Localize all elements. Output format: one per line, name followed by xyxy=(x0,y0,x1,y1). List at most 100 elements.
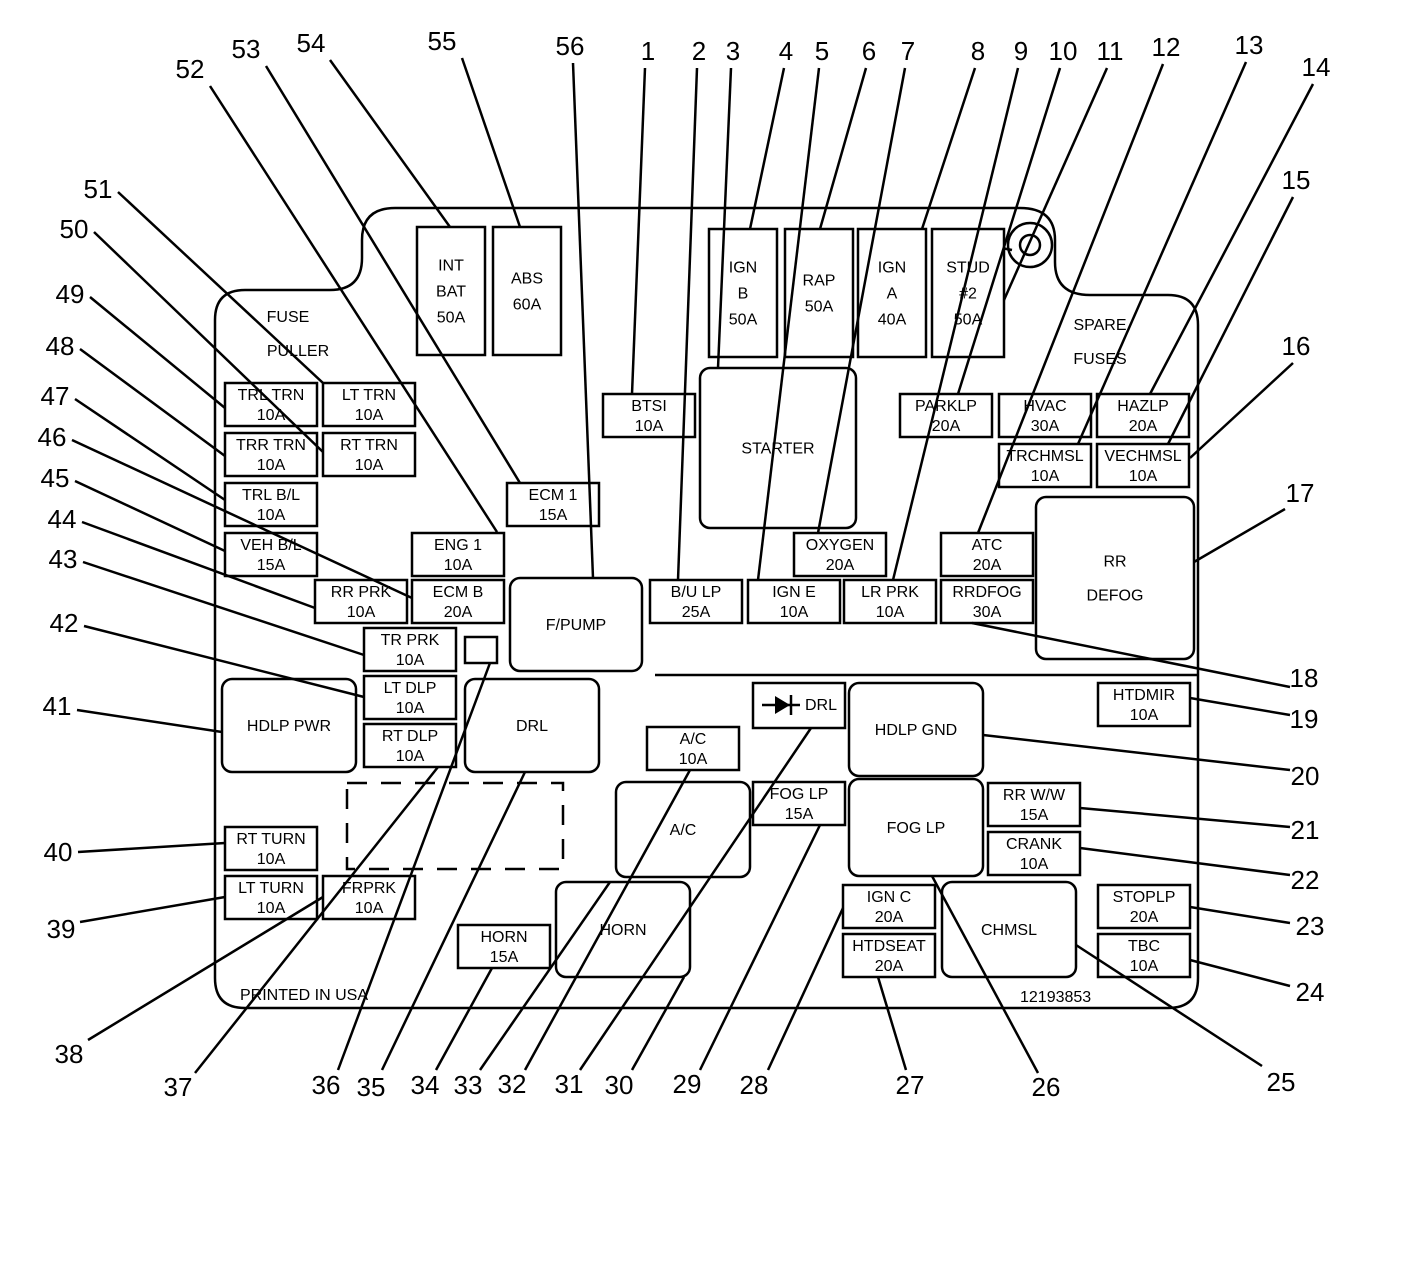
diode-drl[interactable]: DRL xyxy=(751,681,847,730)
leader-line-46 xyxy=(71,438,413,600)
leader-line-37 xyxy=(194,766,439,1074)
callout-11: 11 xyxy=(1097,36,1124,66)
hdlppwr-relay[interactable]: HDLP PWR xyxy=(220,677,358,774)
box-label: 10A xyxy=(257,407,286,424)
trltrn-fuse[interactable]: TRL TRN 10A xyxy=(223,381,319,428)
callout-51: 51 xyxy=(84,174,113,204)
callout-29: 29 xyxy=(673,1069,702,1099)
leader-line-21 xyxy=(1079,806,1291,829)
box-label: TRL TRN xyxy=(238,387,305,404)
ac-relay[interactable]: A/C xyxy=(614,780,752,879)
callout-50: 50 xyxy=(60,214,89,244)
leader-line-54 xyxy=(328,59,452,228)
box-label: 30A xyxy=(973,604,1002,621)
leader-line-51 xyxy=(117,191,324,384)
box-label: OXYGEN xyxy=(806,537,874,554)
pin-socket xyxy=(463,635,499,665)
box-label: 15A xyxy=(785,806,814,823)
empty-relay-slot xyxy=(345,781,565,871)
callout-54: 54 xyxy=(297,28,326,58)
chmsl-relay[interactable]: CHMSL xyxy=(940,880,1078,979)
callout-35: 35 xyxy=(357,1072,386,1102)
callout-28: 28 xyxy=(740,1070,769,1100)
box-label: RT TURN xyxy=(236,831,305,848)
box-label: 20A xyxy=(973,557,1002,574)
callout-47: 47 xyxy=(41,381,70,411)
leader-line-17 xyxy=(1193,507,1286,564)
box-label: RR W/W xyxy=(1003,787,1066,804)
box-label: 10A xyxy=(355,457,384,474)
box-label: 10A xyxy=(635,418,664,435)
box-label: 50A xyxy=(729,312,758,329)
box-label: RR xyxy=(1103,554,1126,571)
oxygen-fuse[interactable]: OXYGEN 20A xyxy=(792,531,888,578)
box-label: ECM B xyxy=(433,584,484,601)
box-label: 20A xyxy=(826,557,855,574)
fpump-relay[interactable]: F/PUMP xyxy=(508,576,644,673)
box-label: TBC xyxy=(1128,938,1160,955)
leader-line-48 xyxy=(79,347,226,458)
leader-line-43 xyxy=(82,560,365,657)
box-label: ENG 1 xyxy=(434,537,482,554)
box-label: INT xyxy=(438,258,464,275)
box-label: LR PRK xyxy=(861,584,919,601)
foglp-relay[interactable]: FOG LP xyxy=(847,777,985,878)
diode-icon xyxy=(775,696,790,714)
leader-line-10 xyxy=(956,67,1062,395)
leader-line-44 xyxy=(81,520,316,610)
mounting-stud-icon xyxy=(1006,221,1054,269)
box-label: 15A xyxy=(257,557,286,574)
box-label: IGN xyxy=(729,260,757,277)
leader-line-41 xyxy=(76,708,223,734)
leader-line-27 xyxy=(876,976,908,1071)
box-label: 10A xyxy=(355,407,384,424)
box-label: FRPRK xyxy=(342,880,397,897)
drl-relay[interactable]: DRL xyxy=(463,677,601,774)
hdlpgnd-relay[interactable]: HDLP GND xyxy=(847,681,985,778)
starter-relay[interactable]: STARTER xyxy=(698,366,858,530)
box-label: B/U LP xyxy=(671,584,722,601)
